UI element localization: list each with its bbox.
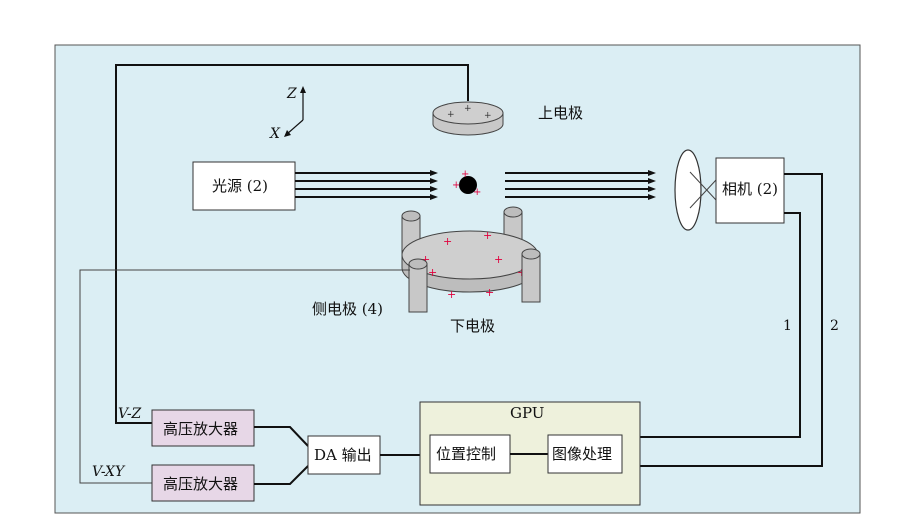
svg-text:+: +: [494, 253, 503, 266]
wire-amp2-da: [254, 465, 309, 485]
vxy-label: V-XY: [92, 464, 126, 480]
wire-side-electrode: [79, 269, 410, 484]
svg-text:+: +: [447, 110, 455, 120]
hv-amplifier-2-box: [151, 464, 255, 502]
svg-text:+: +: [461, 169, 469, 180]
wire-amp1-da: [254, 426, 309, 447]
image-processing-box: [547, 434, 623, 474]
incident-light-rays: [295, 170, 438, 200]
camera-box: [715, 157, 785, 224]
axis-x-label: X: [269, 126, 281, 142]
svg-text:+: +: [485, 286, 494, 299]
bottom-electrode-label: 下电极: [450, 317, 495, 335]
svg-text:+: +: [452, 180, 460, 191]
hv-amplifier-1-box: [151, 409, 255, 447]
axis-indicator: Z X: [269, 86, 306, 142]
vz-label: V-Z: [118, 406, 142, 422]
light-source-label: 光源 (2): [212, 177, 268, 195]
wire-camera-2: [622, 173, 823, 467]
da-output-label: DA 输出: [314, 446, 372, 464]
light-source-box: [192, 161, 296, 211]
svg-text:+: +: [428, 266, 437, 279]
svg-text:+: +: [421, 253, 430, 266]
svg-text:+: +: [443, 235, 452, 248]
axis-z-label: Z: [286, 86, 297, 102]
wire-top-electrode: [115, 64, 469, 424]
position-control-label: 位置控制: [436, 445, 496, 463]
image-processing-label: 图像处理: [552, 445, 612, 463]
svg-text:+: +: [483, 229, 492, 242]
transmitted-light-rays: [505, 170, 656, 200]
lower-electrode-assembly: + + + + + + + +: [401, 206, 541, 313]
svg-text:+: +: [484, 111, 492, 121]
svg-text:+: +: [473, 187, 481, 198]
line-1-label: 1: [783, 318, 792, 334]
hv-amplifier-1-label: 高压放大器: [163, 420, 238, 438]
hv-amplifier-2-label: 高压放大器: [163, 475, 238, 493]
lens: [674, 149, 702, 231]
svg-text:+: +: [464, 104, 472, 114]
top-electrode: + + +: [432, 101, 504, 136]
svg-text:+: +: [447, 288, 456, 301]
gpu-label: GPU: [510, 404, 544, 422]
top-electrode-label: 上电极: [538, 104, 583, 122]
side-electrode-label: 侧电极 (4): [312, 300, 383, 318]
levitated-particle: + + +: [452, 169, 481, 198]
wire-camera-1: [622, 212, 801, 438]
camera-label: 相机 (2): [722, 180, 778, 198]
line-2-label: 2: [830, 318, 839, 334]
da-output-box: [307, 435, 381, 475]
